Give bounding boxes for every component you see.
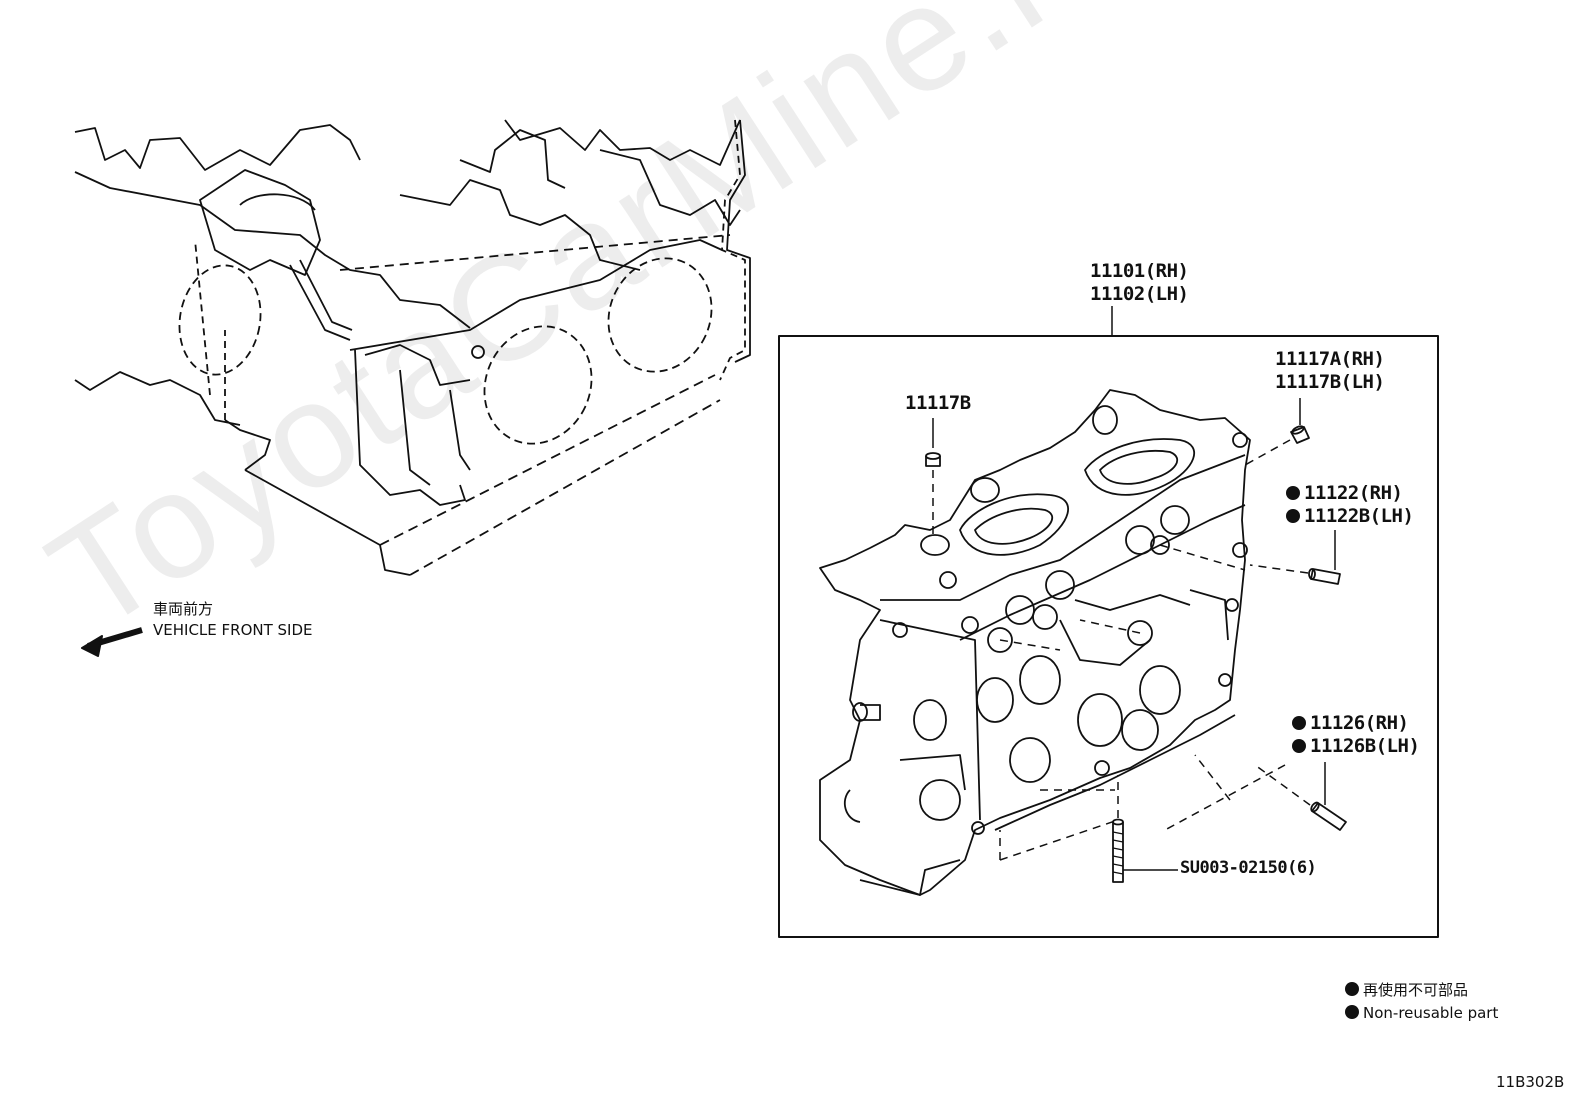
pin-11122-drawing [1308, 568, 1341, 585]
vehicle-front-label-en: VEHICLE FRONT SIDE [153, 621, 313, 639]
non-reusable-dot-icon [1292, 716, 1306, 730]
part-label-su003: SU003-02150(6) [1180, 858, 1317, 878]
pin-11126-drawing [1310, 801, 1347, 831]
part-label-11117a-rh: 11117A(RH) [1275, 348, 1385, 370]
non-reusable-dot-icon [1345, 1005, 1359, 1019]
callout-box [778, 335, 1439, 938]
assembly-label-rh: 11101(RH) [1090, 260, 1189, 282]
part-label-11122-rh: 11122(RH) [1286, 482, 1403, 504]
legend-en: Non-reusable part [1345, 1004, 1498, 1022]
non-reusable-dot-icon [1292, 739, 1306, 753]
vehicle-front-label-jp: 車両前方 [153, 600, 214, 618]
figure-code: 11B302B [1496, 1073, 1565, 1091]
plug-11117b-drawing [925, 452, 941, 467]
part-label-11122b-lh: 11122B(LH) [1286, 505, 1414, 527]
assembly-label-lh: 11102(LH) [1090, 283, 1189, 305]
non-reusable-dot-icon [1286, 486, 1300, 500]
non-reusable-dot-icon [1286, 509, 1300, 523]
vehicle-front-arrow-icon [81, 627, 143, 657]
part-label-11117b-lh: 11117B(LH) [1275, 371, 1385, 393]
cylinder-head-drawing [819, 389, 1251, 896]
non-reusable-dot-icon [1345, 982, 1359, 996]
part-label-11126-rh: 11126(RH) [1292, 712, 1409, 734]
leader-lines [932, 398, 1336, 871]
engine-block-drawing [74, 119, 751, 576]
stud-su003-drawing [1112, 818, 1124, 883]
plug-11117a-drawing [1290, 425, 1310, 444]
dashed-alignment-lines [932, 439, 1311, 861]
part-label-11126b-lh: 11126B(LH) [1292, 735, 1420, 757]
legend-jp: 再使用不可部品 [1345, 979, 1468, 1000]
part-label-11117b: 11117B [905, 392, 971, 414]
